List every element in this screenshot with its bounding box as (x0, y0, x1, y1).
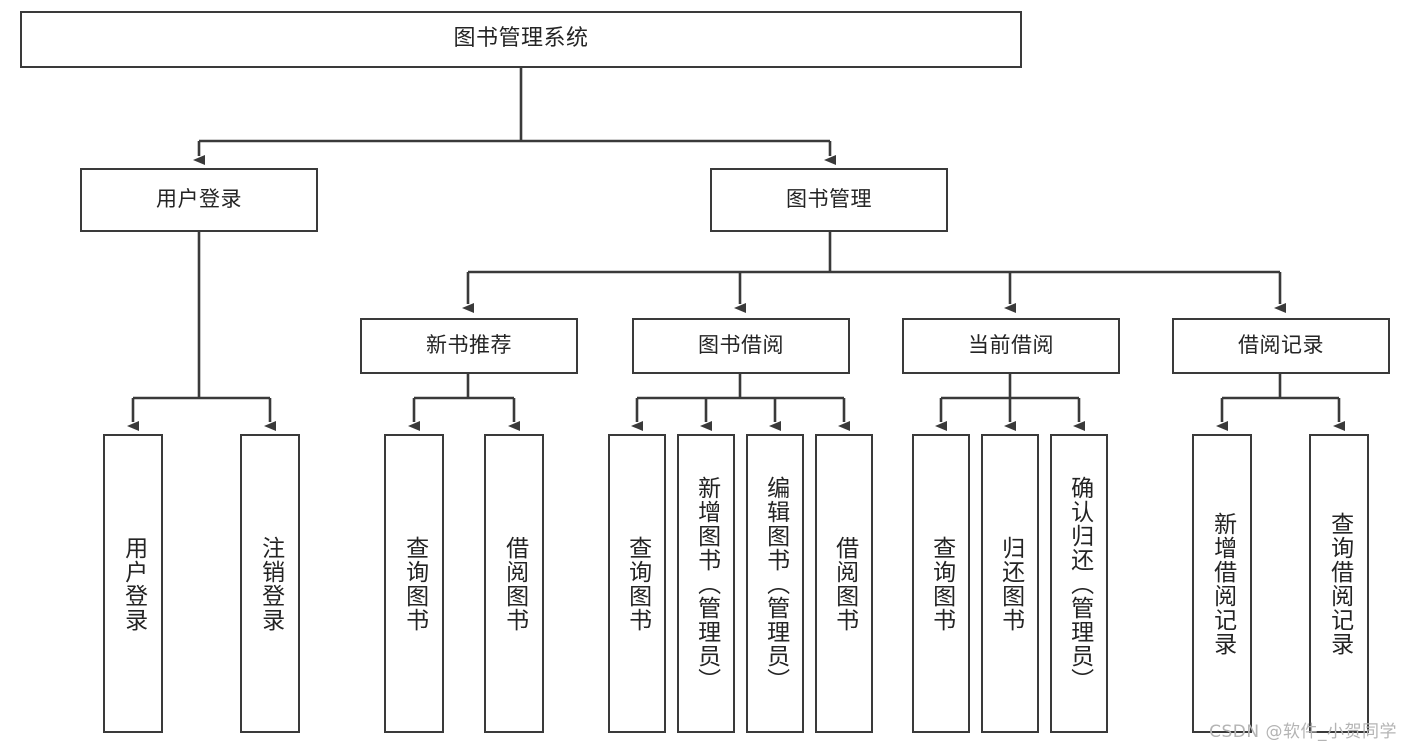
leaf-label: 编辑图书（管理员） (762, 475, 789, 692)
node-current-borrow[interactable]: 当前借阅 (902, 318, 1120, 374)
leaf-logout[interactable]: 注销登录 (240, 434, 300, 733)
leaf-label: 借阅图书 (501, 535, 528, 632)
node-new-book-recommend[interactable]: 新书推荐 (360, 318, 578, 374)
leaf-query-book-newbook[interactable]: 查询图书 (384, 434, 444, 733)
node-borrow-record[interactable]: 借阅记录 (1172, 318, 1390, 374)
leaf-label: 归还图书 (997, 535, 1024, 632)
node-user-login[interactable]: 用户登录 (80, 168, 318, 232)
leaf-query-book-borrow[interactable]: 查询图书 (608, 434, 666, 733)
leaf-label: 注销登录 (257, 535, 284, 632)
leaf-query-borrow-record[interactable]: 查询借阅记录 (1309, 434, 1369, 733)
node-book-management[interactable]: 图书管理 (710, 168, 948, 232)
leaf-borrow-book[interactable]: 借阅图书 (815, 434, 873, 733)
leaf-user-login[interactable]: 用户登录 (103, 434, 163, 733)
leaf-borrow-book-newbook[interactable]: 借阅图书 (484, 434, 544, 733)
node-book-borrow[interactable]: 图书借阅 (632, 318, 850, 374)
leaf-add-book-admin[interactable]: 新增图书（管理员） (677, 434, 735, 733)
leaf-label: 查询图书 (928, 535, 955, 632)
leaf-label: 查询借阅记录 (1326, 511, 1353, 656)
leaf-edit-book-admin[interactable]: 编辑图书（管理员） (746, 434, 804, 733)
leaf-label: 新增图书（管理员） (693, 475, 720, 692)
leaf-add-borrow-record[interactable]: 新增借阅记录 (1192, 434, 1252, 733)
leaf-label: 用户登录 (120, 535, 147, 632)
leaf-label: 查询图书 (624, 535, 651, 632)
csdn-watermark: CSDN @软件_小贺同学 (1209, 722, 1397, 742)
leaf-label: 借阅图书 (831, 535, 858, 632)
leaf-return-book[interactable]: 归还图书 (981, 434, 1039, 733)
node-root-system[interactable]: 图书管理系统 (20, 11, 1022, 68)
leaf-query-book-current[interactable]: 查询图书 (912, 434, 970, 733)
leaf-label: 确认归还（管理员） (1066, 475, 1093, 692)
leaf-label: 查询图书 (401, 535, 428, 632)
leaf-label: 新增借阅记录 (1209, 511, 1236, 656)
leaf-confirm-return-admin[interactable]: 确认归还（管理员） (1050, 434, 1108, 733)
